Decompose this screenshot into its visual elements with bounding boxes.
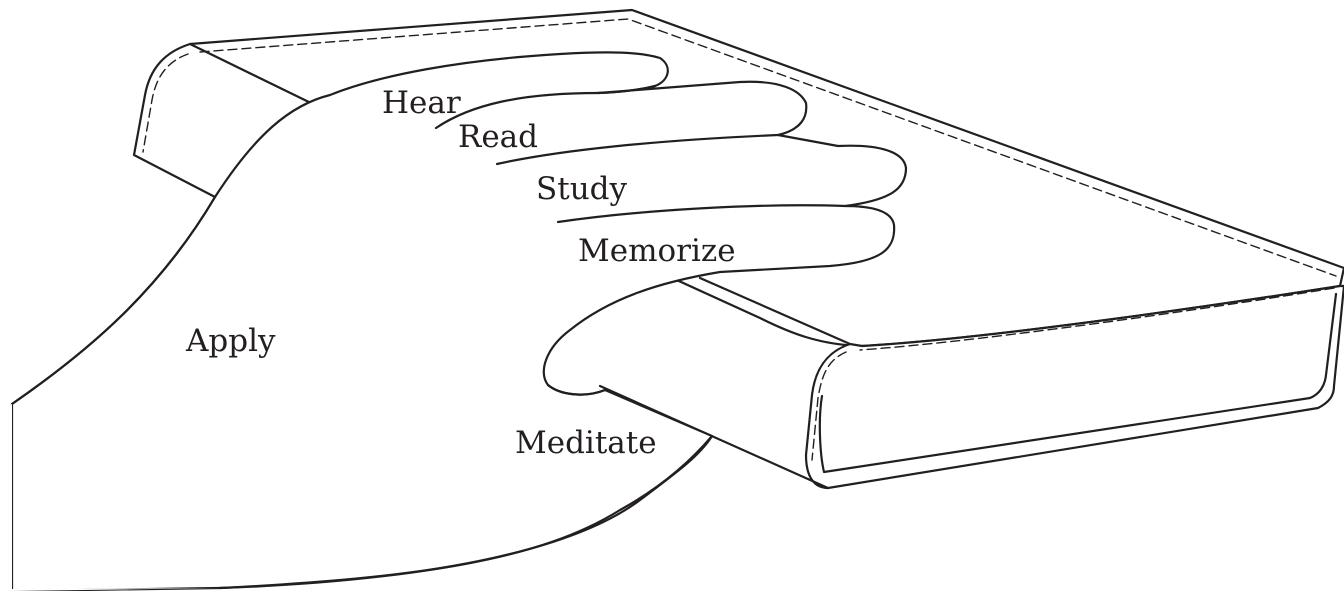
- background-mask: [0, 404, 12, 591]
- label-meditate: Meditate: [515, 428, 657, 459]
- label-memorize: Memorize: [578, 236, 736, 267]
- label-apply: Apply: [186, 326, 276, 357]
- label-hear: Hear: [382, 88, 461, 119]
- label-study: Study: [536, 174, 627, 205]
- label-read: Read: [458, 122, 538, 153]
